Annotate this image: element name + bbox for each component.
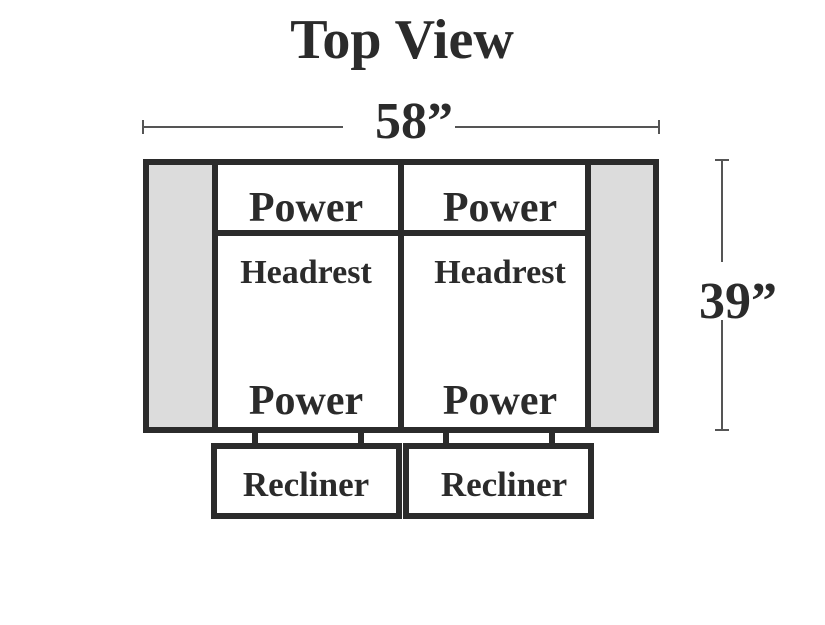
footrest-2-label: Recliner — [441, 465, 567, 504]
footrest-1-label: Recliner — [243, 465, 369, 504]
depth-dimension: 39” — [690, 159, 777, 431]
left-armrest — [149, 165, 214, 427]
recliner-mechanism — [252, 430, 555, 444]
mechanism-post-1 — [252, 430, 258, 444]
mechanism-post-4 — [549, 430, 555, 444]
seat-1-headrest-label: Headrest — [240, 254, 372, 291]
seat-2-top-label: Power — [443, 185, 557, 231]
footrest-2 — [403, 443, 594, 519]
diagram-title: Top View — [290, 9, 514, 71]
seat-1-top-label: Power — [249, 185, 363, 231]
footrest-1 — [211, 443, 402, 519]
width-dimension: 58” — [142, 93, 660, 150]
mechanism-post-2 — [358, 430, 364, 444]
width-dimension-label: 58” — [375, 93, 453, 150]
depth-dimension-label: 39” — [699, 273, 777, 330]
seat-2: Power Headrest Power — [434, 185, 566, 424]
seat-1: Power Headrest Power — [240, 185, 372, 424]
seat-1-bottom-label: Power — [249, 378, 363, 424]
mechanism-post-3 — [443, 430, 449, 444]
right-armrest — [589, 165, 653, 427]
seat-2-bottom-label: Power — [443, 378, 557, 424]
depth-label-backdrop — [690, 262, 760, 320]
seat-2-headrest-label: Headrest — [434, 254, 566, 291]
